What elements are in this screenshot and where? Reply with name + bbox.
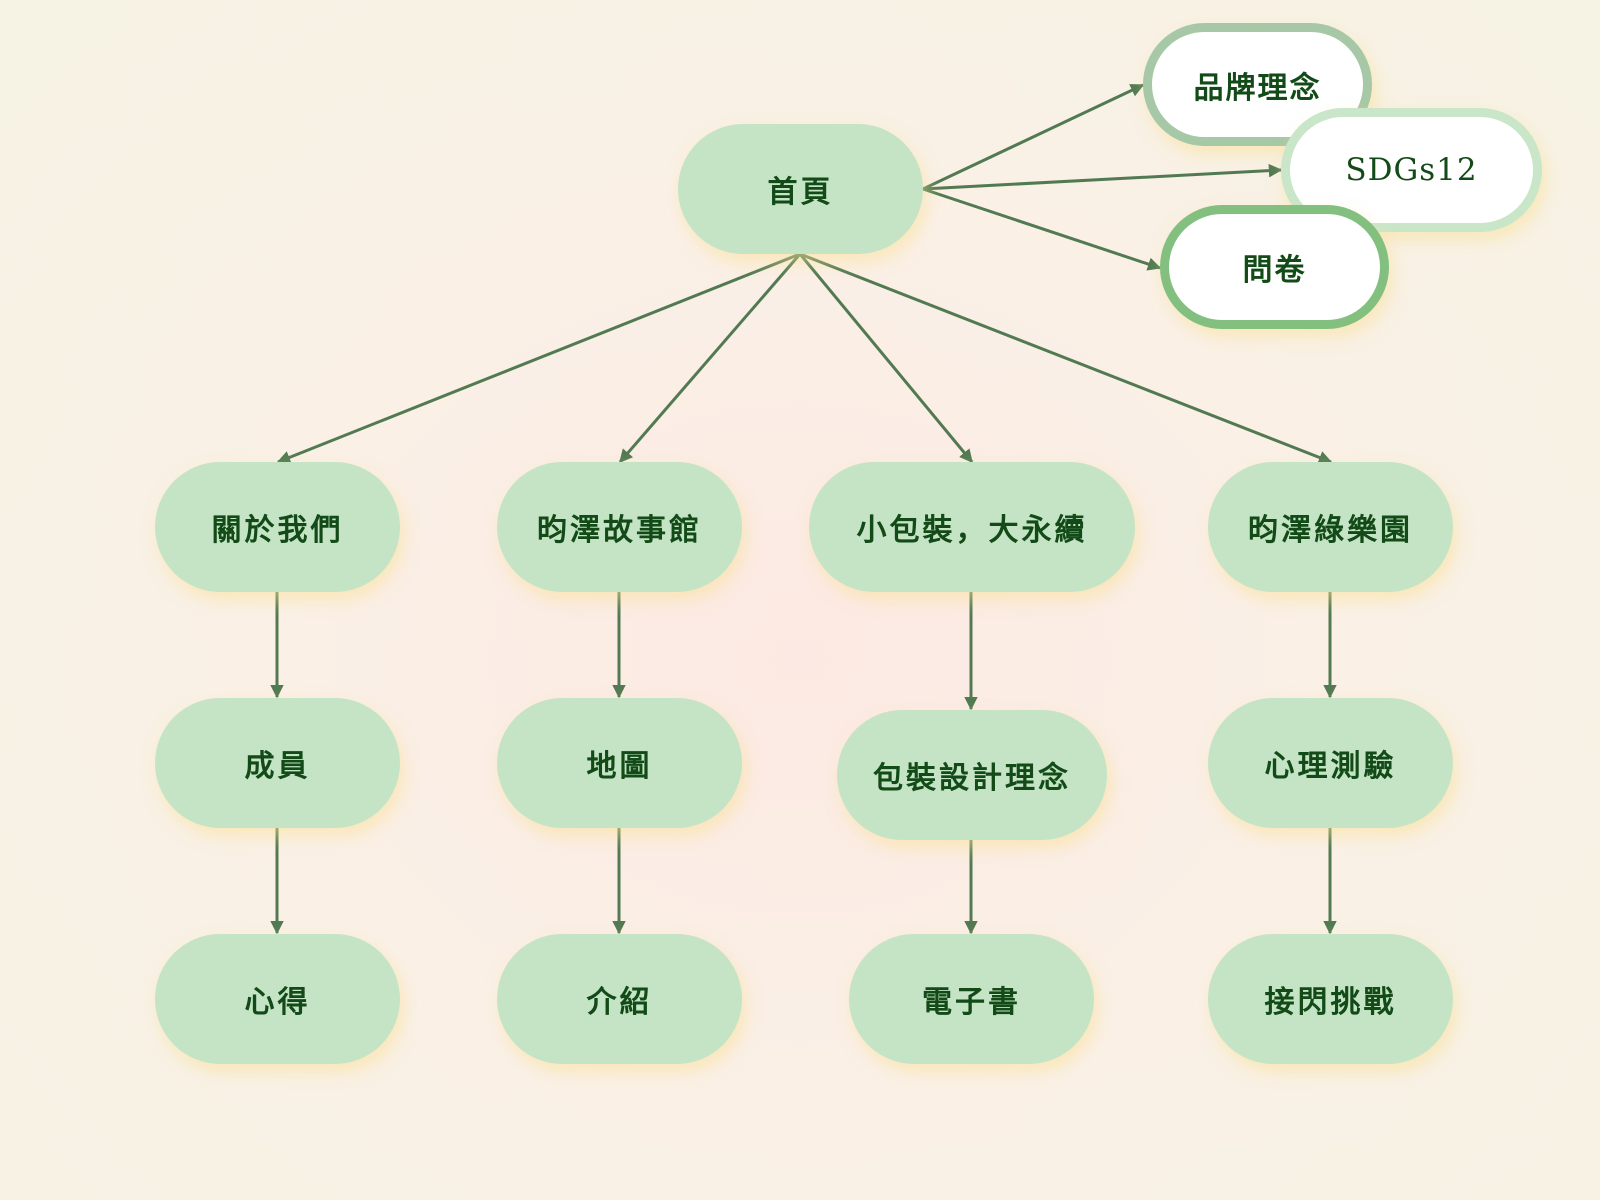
reflections-node[interactable]: 心得: [155, 934, 400, 1064]
edge-root-survey: [922, 187, 1162, 271]
brand-philosophy-node[interactable]: 品牌理念: [1143, 23, 1372, 146]
edge-root-brand: [922, 83, 1145, 191]
home-node[interactable]: 首頁: [678, 124, 923, 254]
introduction-node[interactable]: 介紹: [497, 934, 742, 1064]
edge-root-col-4: [799, 252, 1333, 464]
psych-test-node[interactable]: 心理測驗: [1208, 698, 1453, 828]
members-node[interactable]: 成員: [155, 698, 400, 828]
story-museum-node[interactable]: 昀澤故事館: [497, 462, 742, 592]
about-us-node[interactable]: 關於我們: [155, 462, 400, 592]
edge-root-sdgs: [922, 163, 1283, 191]
lightning-challenge-node[interactable]: 接閃挑戰: [1208, 934, 1453, 1064]
edge-root-col-2: [618, 253, 802, 464]
small-package-node[interactable]: 小包裝，大永續: [809, 462, 1135, 592]
edge-root-col-3: [798, 253, 974, 464]
green-park-node[interactable]: 昀澤綠樂園: [1208, 462, 1453, 592]
map-node[interactable]: 地圖: [497, 698, 742, 828]
survey-node[interactable]: 問卷: [1160, 205, 1389, 329]
package-design-node[interactable]: 包裝設計理念: [837, 710, 1107, 840]
edge-root-col-1: [276, 252, 801, 464]
ebook-node[interactable]: 電子書: [849, 934, 1094, 1064]
